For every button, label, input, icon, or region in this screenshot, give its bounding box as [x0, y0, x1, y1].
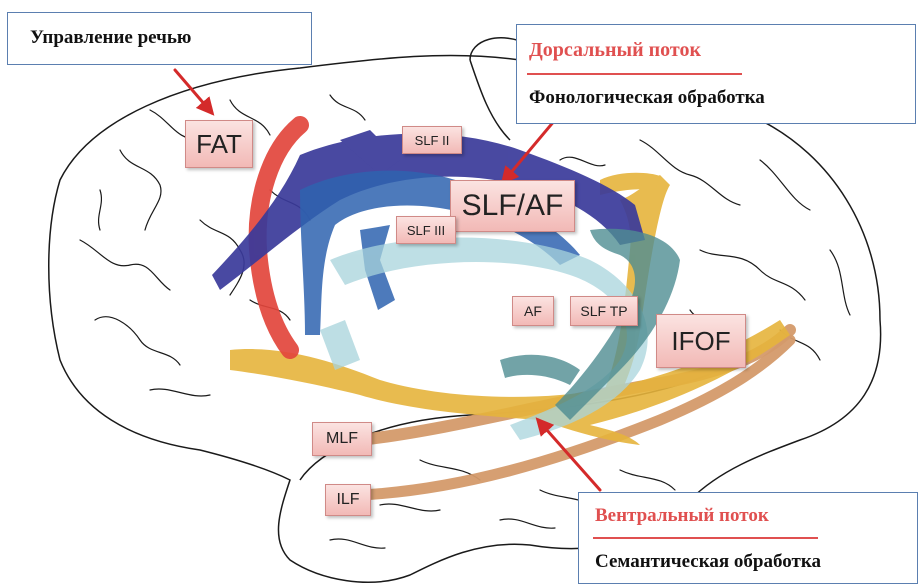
speech-arrow: [175, 70, 212, 113]
label-fat: FAT: [185, 120, 253, 168]
dorsal-stream-title: Дорсальный поток: [529, 39, 701, 62]
speech-control-callout: Управление речью: [7, 12, 312, 65]
label-ilf: ILF: [325, 484, 371, 516]
dorsal-title-underline: [527, 73, 742, 75]
label-mlf: MLF: [312, 422, 372, 456]
speech-control-title: Управление речью: [30, 27, 191, 49]
label-af: AF: [512, 296, 554, 326]
label-ifof: IFOF: [656, 314, 746, 368]
dorsal-stream-subtitle: Фонологическая обработка: [529, 87, 765, 109]
label-slf-ii: SLF II: [402, 126, 462, 154]
label-slf-tp: SLF TP: [570, 296, 638, 326]
label-slf-af: SLF/AF: [450, 180, 575, 232]
ventral-stream-title: Вентральный поток: [595, 505, 769, 527]
ventral-title-underline: [593, 537, 818, 539]
dorsal-stream-callout: Дорсальный поток Фонологическая обработк…: [516, 24, 916, 124]
label-slf-iii: SLF III: [396, 216, 456, 244]
ventral-stream-subtitle: Семантическая обработка: [595, 551, 821, 573]
ventral-stream-callout: Вентральный поток Семантическая обработк…: [578, 492, 918, 584]
